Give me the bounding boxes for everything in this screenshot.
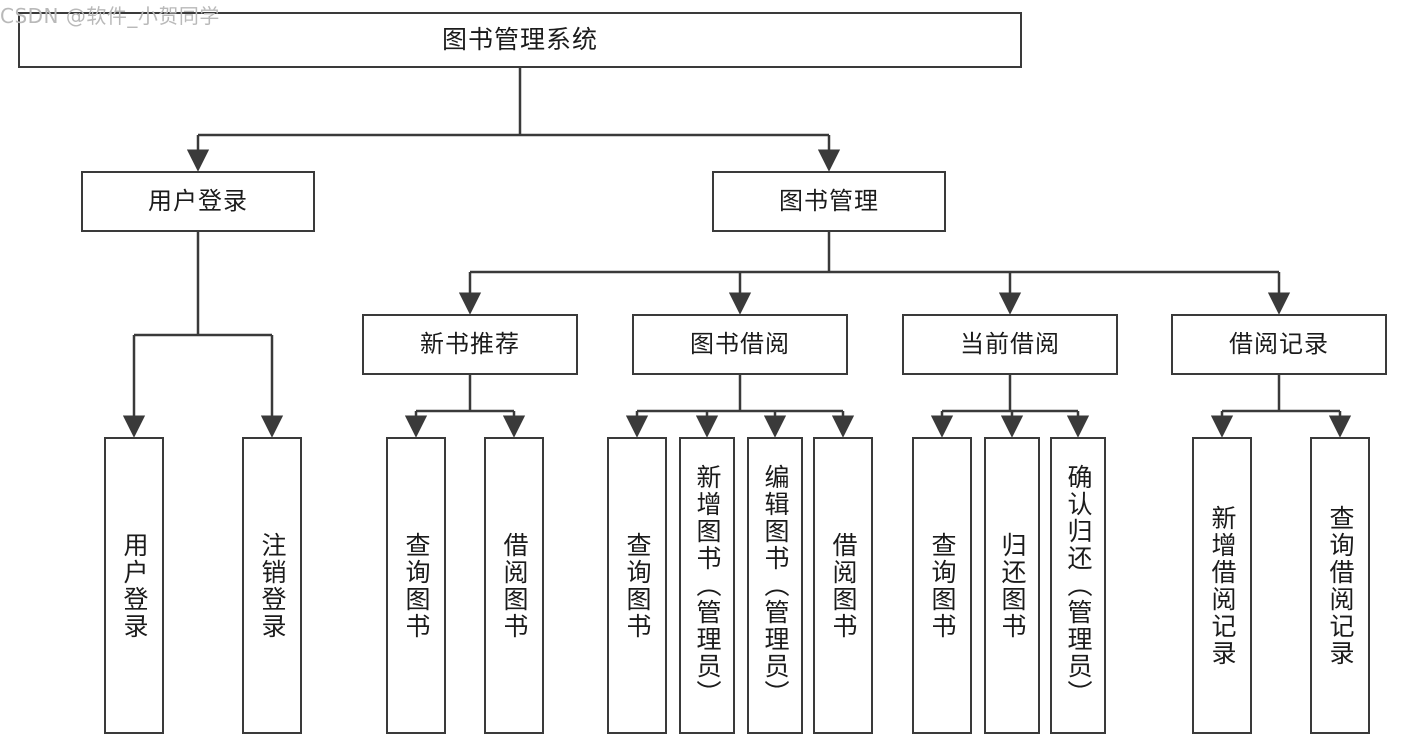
node-label: 用户登录 bbox=[120, 531, 149, 640]
node-label: 图书管理 bbox=[779, 187, 879, 216]
node-label: 借阅图书 bbox=[829, 531, 858, 640]
node-borrow[interactable]: 图书借阅 bbox=[632, 314, 848, 375]
node-label: 借阅图书 bbox=[500, 531, 529, 640]
node-label: 新增借阅记录 bbox=[1208, 504, 1237, 667]
node-label: 确认归还（管理员） bbox=[1064, 464, 1093, 707]
node-label: 编辑图书（管理员） bbox=[761, 464, 790, 707]
node-label: 归还图书 bbox=[998, 531, 1027, 640]
node-label: 借阅记录 bbox=[1229, 330, 1329, 359]
node-root[interactable]: 图书管理系统 bbox=[18, 12, 1022, 68]
node-newbook[interactable]: 新书推荐 bbox=[362, 314, 578, 375]
node-leaf-new-2[interactable]: 借阅图书 bbox=[484, 437, 544, 734]
csdn-watermark: CSDN @软件_小贺同学 bbox=[0, 4, 220, 28]
node-leaf-bor-3[interactable]: 编辑图书（管理员） bbox=[747, 437, 803, 734]
node-label: 查询图书 bbox=[402, 531, 431, 640]
node-leaf-rec-1[interactable]: 新增借阅记录 bbox=[1192, 437, 1252, 734]
node-leaf-cur-3[interactable]: 确认归还（管理员） bbox=[1050, 437, 1106, 734]
node-leaf-new-1[interactable]: 查询图书 bbox=[386, 437, 446, 734]
node-label: 查询借阅记录 bbox=[1326, 504, 1355, 667]
node-leaf-bor-2[interactable]: 新增图书（管理员） bbox=[679, 437, 735, 734]
node-leaf-rec-2[interactable]: 查询借阅记录 bbox=[1310, 437, 1370, 734]
node-label: 当前借阅 bbox=[960, 330, 1060, 359]
node-records[interactable]: 借阅记录 bbox=[1171, 314, 1387, 375]
node-leaf-cur-2[interactable]: 归还图书 bbox=[984, 437, 1040, 734]
node-leaf-login-1[interactable]: 用户登录 bbox=[104, 437, 164, 734]
node-label: 注销登录 bbox=[258, 531, 287, 640]
node-leaf-login-2[interactable]: 注销登录 bbox=[242, 437, 302, 734]
node-leaf-bor-4[interactable]: 借阅图书 bbox=[813, 437, 873, 734]
node-label: 新增图书（管理员） bbox=[693, 464, 722, 707]
node-label: 新书推荐 bbox=[420, 330, 520, 359]
node-leaf-bor-1[interactable]: 查询图书 bbox=[607, 437, 667, 734]
node-login[interactable]: 用户登录 bbox=[81, 171, 315, 232]
node-label: 查询图书 bbox=[623, 531, 652, 640]
node-label: 图书管理系统 bbox=[441, 25, 598, 54]
node-current[interactable]: 当前借阅 bbox=[902, 314, 1118, 375]
node-label: 用户登录 bbox=[148, 187, 248, 216]
node-label: 查询图书 bbox=[928, 531, 957, 640]
node-label: 图书借阅 bbox=[690, 330, 790, 359]
node-leaf-cur-1[interactable]: 查询图书 bbox=[912, 437, 972, 734]
node-bookmgmt[interactable]: 图书管理 bbox=[712, 171, 946, 232]
